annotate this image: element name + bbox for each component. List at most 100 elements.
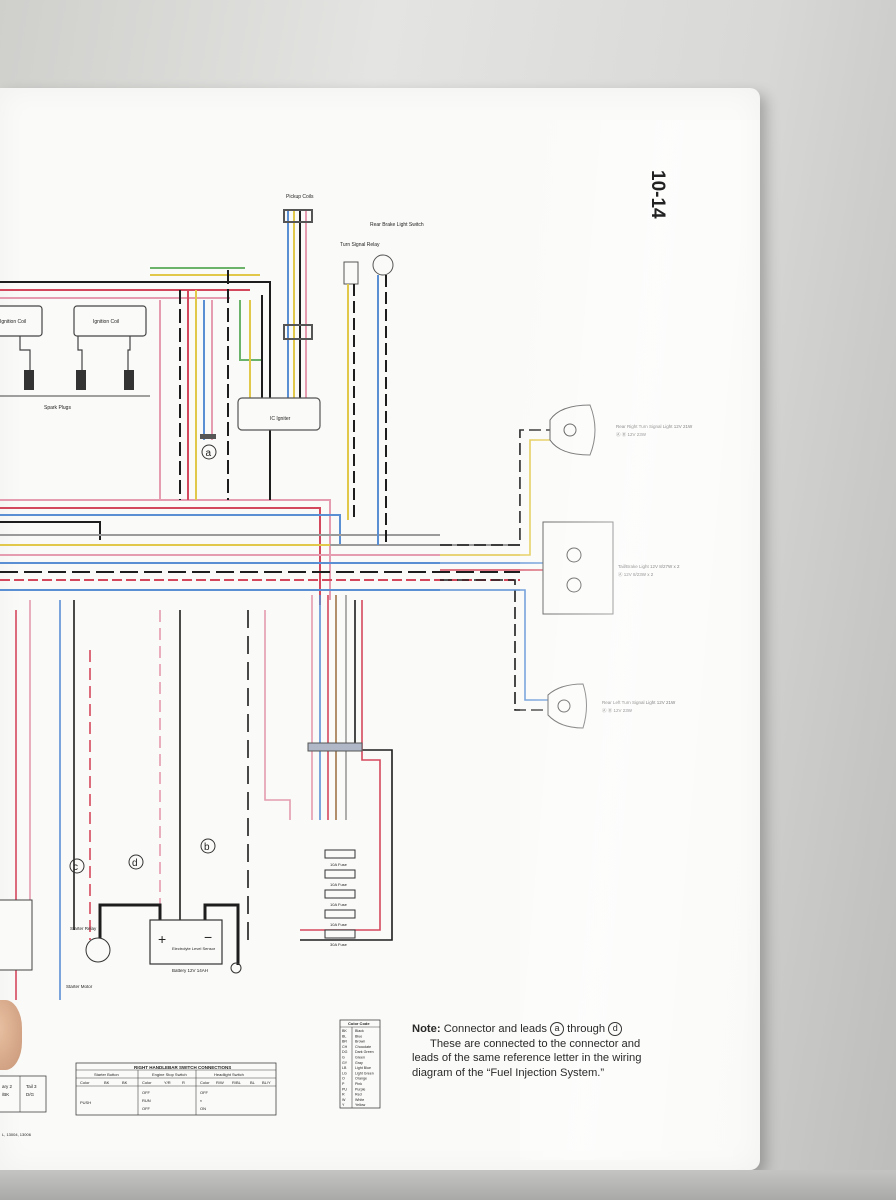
rear-right-turn-light [549,404,596,456]
note-connector-a: a [550,1022,565,1037]
switch-table-title: RIGHT HANDLEBAR SWITCH CONNECTIONS [134,1065,231,1070]
rear-right-turn-label: Rear Right Turn Signal Light 12V 21W [616,424,693,429]
left-table-col-b: Tail 3 [26,1084,37,1089]
color-code-abbr: PU [342,1087,347,1091]
fuse-block [324,849,356,939]
color-code-name: Light Green [355,1071,374,1075]
note-through: through [564,1023,609,1035]
connector-c-marker [69,858,85,874]
ignition-coil-right-label: Ignition Coil [93,319,119,325]
connector-a-letter: a [206,448,212,459]
electrolyte-sensor-label: Electrolyte Level Sensor [172,946,216,951]
engine-row-run: RUN [142,1098,151,1103]
color-code-abbr: DG [342,1050,348,1054]
lower-harness [15,595,393,1000]
rear-brake-switch-label: Rear Brake Light Switch [370,222,424,228]
connector-c-letter: c [73,862,78,873]
connector-b-marker [200,838,216,854]
starter-row-push: PUSH [80,1100,91,1105]
spark-plugs [24,370,134,390]
rear-left-turn-sub: Ⓐ Ⓑ 12V 23W [602,707,633,714]
color-code-name: Brown [355,1040,365,1044]
ignition-coils [0,305,147,370]
color-code-abbr: BR [342,1040,347,1044]
connector-a-marker [201,444,217,460]
battery-box [149,919,223,965]
starter-col-bk1: BK [104,1080,110,1085]
color-code-name: Blue [355,1034,362,1038]
headlight-col-bl: BL [250,1080,256,1085]
engine-row-off1: OFF [142,1090,151,1095]
starter-relay [85,937,111,963]
color-code-abbr: CH [342,1045,348,1049]
color-code-name: Purple [355,1087,365,1091]
starter-motor-label: Starter Motor [66,984,93,989]
color-code-name: Green [355,1056,365,1060]
color-code-table [339,1019,381,1109]
turn-signal-relay-label: Turn Signal Relay [340,242,380,248]
note-line1: Connector and leads [440,1023,551,1035]
left-partial-table [0,1075,47,1113]
starter-col-color: Color [80,1080,90,1085]
engine-col-yr: Y/R [164,1080,171,1085]
headlight-header: Headlight Switch [214,1072,244,1077]
color-code-name: Yellow [355,1103,366,1107]
engine-row-off2: OFF [142,1106,151,1111]
color-code-name: Gray [355,1061,363,1065]
battery-negative-cable [203,903,240,965]
headlight-col-rw: R/W [216,1080,224,1085]
left-table-bottom-note: L, 13004, 13006 [2,1132,32,1137]
color-code-abbr: P [342,1082,345,1086]
fuse-label-5: 30A Fuse [330,942,348,947]
color-code-abbr: G [342,1056,345,1060]
note-label: Note: [412,1023,441,1035]
starter-relay-label: Starter Relay [70,926,97,931]
color-code-abbr: Y [342,1103,345,1107]
tail-brake-light [542,521,614,615]
color-code-name: Pink [355,1082,362,1086]
headlight-col-color: Color [200,1080,210,1085]
headlight-row-half: ◐ [200,1098,202,1103]
color-code-abbr: BK [342,1029,347,1033]
bottom-edge [0,1170,896,1200]
battery-label: Battery 12V 14AH [172,968,208,973]
headlight-col-rbl: R/BL [232,1080,242,1085]
tail-brake-label: Tail/Brake Light 12V 8/27W x 2 [618,564,680,569]
left-component-box [0,899,33,971]
battery-plus: + [158,931,166,947]
ic-igniter-box [237,397,321,431]
note-connector-d: d [608,1022,623,1037]
fuse-label-1: 10A Fuse [330,862,348,867]
headlight-row-on: ON [200,1106,206,1111]
fuse-box-connector [307,742,363,752]
connector-d-letter: d [132,858,138,869]
headlight-col-bly: BL/Y [262,1080,271,1085]
color-code-abbr: BL [342,1034,346,1038]
rear-brake-switch [372,254,394,276]
main-harness [0,499,520,605]
starter-button-header: Starter Button [94,1072,119,1077]
note-line2: These are connected to the connector and… [412,1037,642,1079]
fuse-label-4: 10A Fuse [330,922,348,927]
color-code-name: Dark Green [355,1050,374,1054]
color-code-name: Chocolate [355,1045,371,1049]
color-code-abbr: LG [342,1071,347,1075]
color-code-name: Orange [355,1077,367,1081]
rear-left-turn-label: Rear Left Turn Signal Light 12V 21W [602,700,676,705]
spark-plugs-label: Spark Plugs [44,405,71,411]
color-code-name: Light Blue [355,1066,371,1070]
connector-a-plug [200,434,216,439]
color-code-abbr: O [342,1077,345,1081]
battery-minus: − [204,929,212,945]
thumb [0,1000,22,1070]
connector-b-letter: b [204,842,210,853]
color-code-abbr: LB [342,1066,347,1070]
ignition-coil-left-label: Ignition Coil [0,319,26,325]
engine-col-r: R [182,1080,185,1085]
starter-col-bk2: BK [122,1080,128,1085]
pickup-coil-cable [283,209,313,400]
left-table-row-b: D/G [26,1092,35,1097]
fuse-label-2: 10A Fuse [330,882,348,887]
relay-switch-wires [347,275,387,545]
color-code-name: White [355,1098,364,1102]
